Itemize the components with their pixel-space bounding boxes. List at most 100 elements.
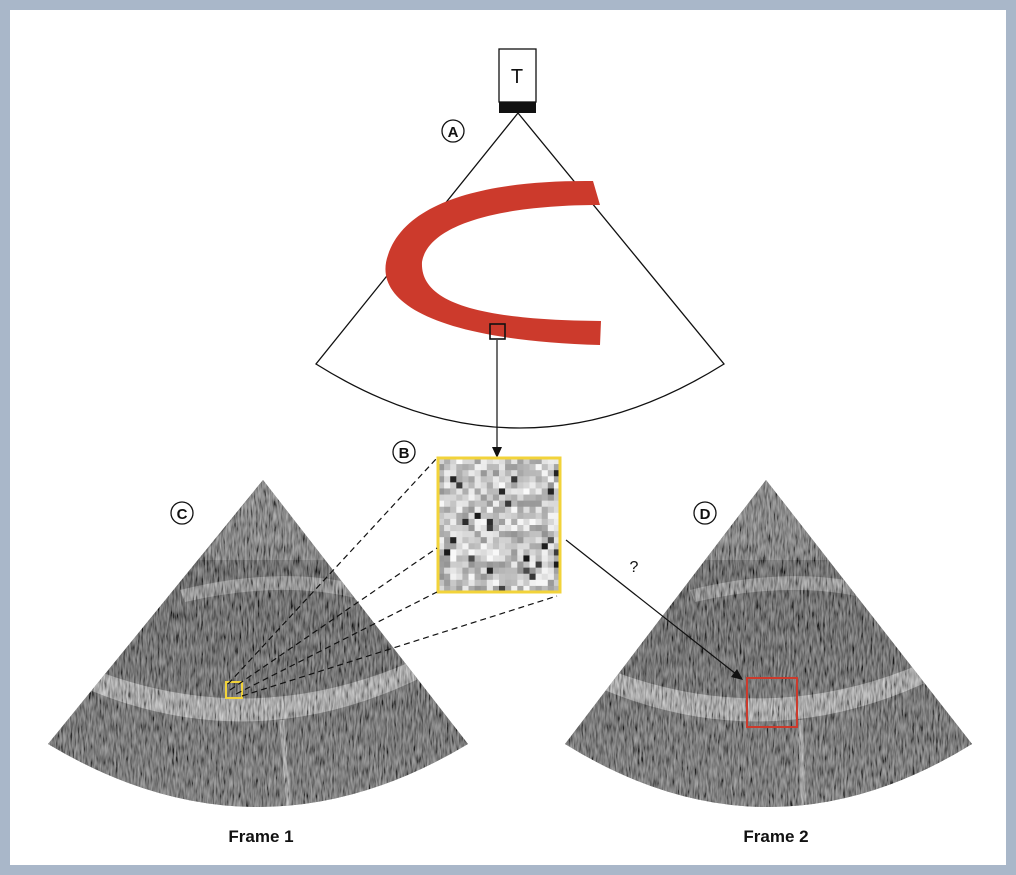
magnified-pixel xyxy=(456,507,462,513)
magnified-pixel xyxy=(511,525,517,531)
magnified-pixel xyxy=(475,488,481,494)
magnified-pixel xyxy=(481,568,487,574)
magnified-pixel xyxy=(548,543,554,549)
magnified-pixel xyxy=(481,507,487,513)
magnified-pixel xyxy=(450,555,456,561)
magnified-pixel xyxy=(517,476,523,482)
magnified-pixel xyxy=(536,513,542,519)
magnified-pixel xyxy=(517,525,523,531)
magnified-pixel xyxy=(505,543,511,549)
magnified-pixel xyxy=(444,537,450,543)
magnified-pixel xyxy=(517,562,523,568)
magnified-pixel xyxy=(536,470,542,476)
magnified-pixel xyxy=(499,562,505,568)
magnified-pixel xyxy=(475,549,481,555)
magnified-pixel xyxy=(487,537,493,543)
magnified-pixel xyxy=(481,543,487,549)
magnified-pixel xyxy=(462,568,468,574)
magnified-pixel xyxy=(462,531,468,537)
magnified-pixel xyxy=(475,537,481,543)
magnified-block xyxy=(438,458,560,592)
magnified-pixel xyxy=(530,488,536,494)
magnified-pixel xyxy=(469,537,475,543)
magnified-pixel xyxy=(444,470,450,476)
magnified-pixel xyxy=(469,568,475,574)
marker-b-letter: B xyxy=(399,445,410,462)
magnified-pixel xyxy=(493,555,499,561)
magnified-pixel xyxy=(450,525,456,531)
magnified-pixel xyxy=(517,507,523,513)
magnified-pixel xyxy=(548,568,554,574)
magnified-pixel xyxy=(542,464,548,470)
magnified-pixel xyxy=(517,513,523,519)
magnified-pixel xyxy=(505,470,511,476)
magnified-pixel xyxy=(444,513,450,519)
magnified-pixel xyxy=(444,507,450,513)
magnified-pixel xyxy=(542,580,548,586)
magnified-pixel xyxy=(475,519,481,525)
magnified-pixel xyxy=(505,568,511,574)
match-question: ? xyxy=(630,559,639,576)
magnified-pixel xyxy=(469,555,475,561)
frame-1-caption: Frame 1 xyxy=(228,827,293,846)
magnified-pixel xyxy=(450,501,456,507)
magnified-pixel xyxy=(530,549,536,555)
magnified-pixel xyxy=(505,574,511,580)
magnified-pixel xyxy=(444,568,450,574)
magnified-pixel xyxy=(542,549,548,555)
magnified-pixel xyxy=(530,562,536,568)
magnified-pixel xyxy=(505,562,511,568)
magnified-pixel xyxy=(462,555,468,561)
magnified-pixel xyxy=(505,549,511,555)
magnified-pixel xyxy=(450,488,456,494)
magnified-pixel xyxy=(450,580,456,586)
magnified-pixel xyxy=(444,531,450,537)
magnified-pixel xyxy=(499,513,505,519)
magnified-pixel xyxy=(517,470,523,476)
magnified-pixel xyxy=(536,537,542,543)
magnified-pixel xyxy=(536,525,542,531)
magnified-pixel xyxy=(523,543,529,549)
magnified-pixel xyxy=(493,464,499,470)
magnified-pixel xyxy=(511,476,517,482)
magnified-pixel xyxy=(542,513,548,519)
magnified-pixel xyxy=(530,537,536,543)
magnified-pixel xyxy=(493,543,499,549)
magnified-pixel xyxy=(450,513,456,519)
magnified-pixel xyxy=(493,482,499,488)
marker-c: C xyxy=(171,502,193,524)
magnified-pixel xyxy=(469,574,475,580)
magnified-pixel xyxy=(456,549,462,555)
magnified-pixel xyxy=(511,482,517,488)
magnified-pixel xyxy=(487,519,493,525)
magnified-pixel xyxy=(511,531,517,537)
magnified-pixel xyxy=(487,525,493,531)
magnified-pixel xyxy=(517,519,523,525)
magnified-pixel xyxy=(493,537,499,543)
magnified-pixel xyxy=(481,501,487,507)
magnified-pixel xyxy=(475,476,481,482)
magnified-pixel xyxy=(481,470,487,476)
magnified-pixel xyxy=(481,525,487,531)
myocardium-shape xyxy=(385,181,601,345)
magnified-pixel xyxy=(493,562,499,568)
magnified-pixel xyxy=(450,543,456,549)
magnified-pixel xyxy=(450,519,456,525)
magnified-pixel xyxy=(487,555,493,561)
magnified-pixel xyxy=(536,555,542,561)
magnified-pixel xyxy=(444,464,450,470)
magnified-pixel xyxy=(493,531,499,537)
magnified-pixel xyxy=(536,464,542,470)
magnified-pixel xyxy=(493,574,499,580)
magnified-pixel xyxy=(523,549,529,555)
magnified-pixel xyxy=(444,574,450,580)
magnified-pixel xyxy=(523,495,529,501)
magnified-pixel xyxy=(456,519,462,525)
magnified-pixel xyxy=(530,476,536,482)
magnified-pixel xyxy=(505,580,511,586)
magnified-pixel xyxy=(481,537,487,543)
magnified-pixel xyxy=(469,531,475,537)
magnified-pixel xyxy=(499,525,505,531)
magnified-pixel xyxy=(456,476,462,482)
transducer: T xyxy=(499,49,536,113)
